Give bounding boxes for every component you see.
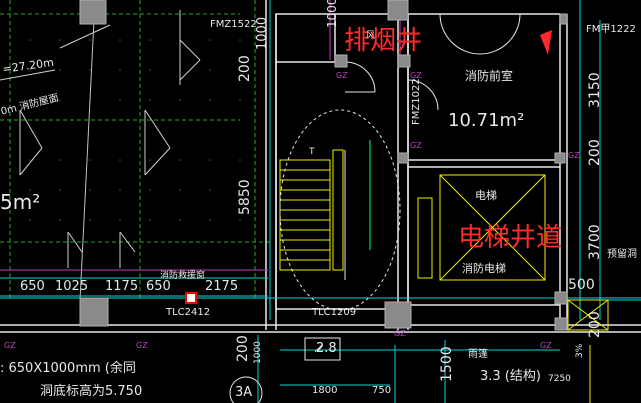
window-tlc1209: TLC1209 [312,307,357,318]
left-area-label: 5m² [0,190,41,214]
rain-shed-label: 雨篷 [468,349,488,360]
dim-5850: 5850 [237,179,253,215]
smoke-small-text: 风 [366,31,376,41]
door-label-fm1222: FM甲1222 [586,24,636,35]
gz-tag-8: GZ [540,341,552,350]
level-2-8: 2.8 [316,341,337,356]
annot-elevator-shaft: 电梯井道 [458,223,563,253]
window-tlc2412: TLC2412 [166,307,211,318]
gz-tag-7: GZ [394,329,406,338]
dim-2175: 2175 [205,279,239,294]
dim-200-bottom-right: 200 [587,311,603,338]
dim-500: 500 [568,277,595,293]
dim-1025: 1025 [55,279,89,294]
gz-tag-2: GZ [410,71,422,80]
dim-3-percent: 3% [575,343,585,358]
dim-650-b: 650 [146,279,171,294]
dim-1000-top: 1000 [255,16,270,50]
stair-mark: T [309,147,315,157]
dim-7250: 7250 [548,374,571,384]
room-name-fire-lobby: 消防前室 [465,69,514,83]
rain-shed-value: 3.3 (结构) [480,369,541,384]
dim-200-mid-right: 200 [587,139,603,166]
dim-1175: 1175 [105,279,139,294]
reserved-opening: 预留洞 [607,249,637,260]
dim-1000-top-2: 1000 [325,0,339,28]
dim-3150: 3150 [587,72,603,108]
dim-200-top: 200 [237,55,253,82]
label-fire-elevator: 消防电梯 [462,262,506,275]
gz-tag-3: GZ [410,141,422,150]
label-elevator: 电梯 [475,189,497,202]
gz-tag-6: GZ [136,341,148,350]
gz-tag-5: GZ [4,341,16,350]
grid-bubble-3a: 3A [235,385,253,400]
dim-1500: 1500 [439,346,455,382]
door-label-fmz1522: FMZ1522 [210,19,257,30]
door-label-fmz1022: FMZ1022 [411,78,422,125]
sill-height-note: 洞底标高为5.750 [40,384,143,399]
dim-1800: 1800 [312,385,338,396]
gz-tag-1: GZ [336,71,348,80]
room-area-fire-lobby: 10.71m² [448,110,525,131]
dim-200-low: 200 [235,335,251,362]
window-size-note: : 650X1000mm (余同 [0,361,136,376]
rescue-window-label: 消防救援窗 [160,271,206,281]
dim-3700: 3700 [587,224,603,260]
dim-650-a: 650 [20,279,45,294]
dim-750: 750 [372,385,392,396]
dim-1000-low: 1000 [253,341,263,364]
annot-smoke-shaft: 排烟井 [344,26,423,56]
gz-tag-4: GZ [568,151,580,160]
